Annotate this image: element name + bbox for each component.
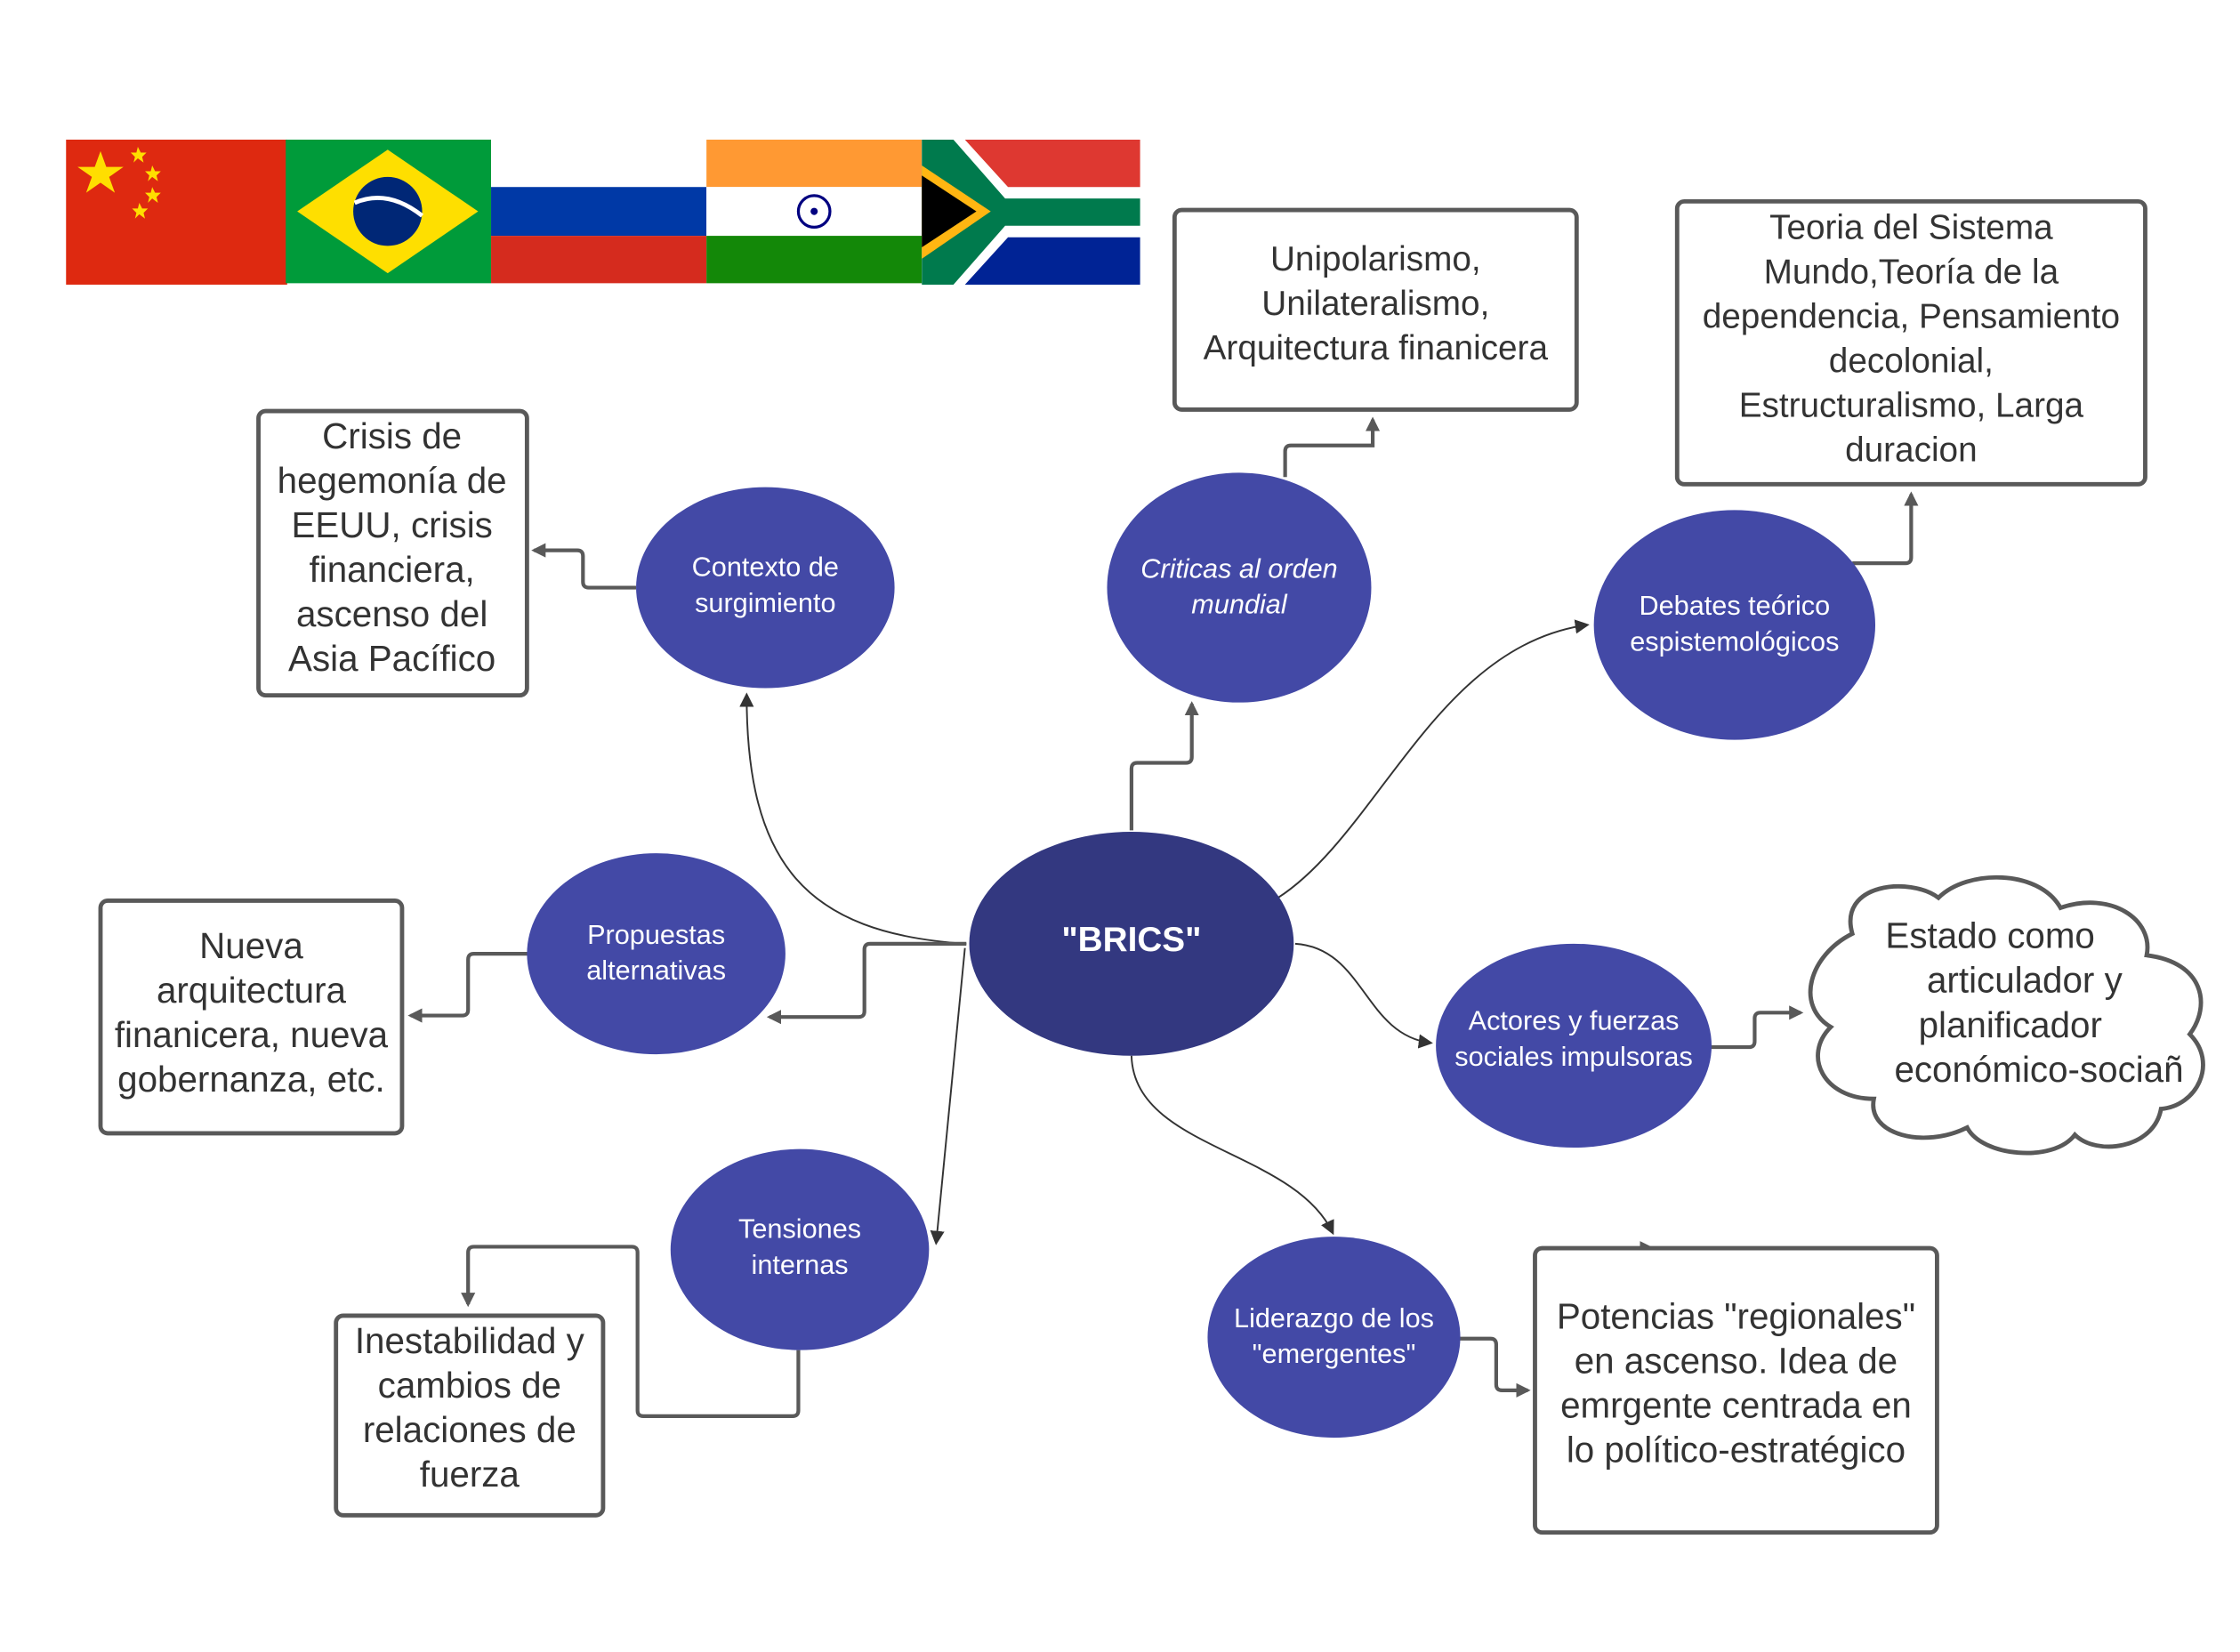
box-text-line: financiera, bbox=[310, 549, 475, 590]
box-text-line: Mundo,Teoría de la bbox=[1764, 253, 2059, 291]
box-text-line: hegemonía de bbox=[278, 460, 507, 501]
box-text-line: articulador y bbox=[1927, 960, 2123, 1001]
topic-label-line: mundial bbox=[1191, 590, 1288, 620]
topic-label-line: alternativas bbox=[586, 955, 726, 986]
edge-center-actores bbox=[1294, 942, 1433, 1049]
flag-south-africa bbox=[922, 139, 1140, 285]
box-text-line: Crisis de bbox=[322, 415, 462, 456]
topic-label-line: Liderazgo de los bbox=[1234, 1303, 1434, 1334]
box-text-line: decolonial, bbox=[1829, 342, 1994, 380]
box-text-line: Unipolarismo, bbox=[1270, 240, 1481, 278]
connectors bbox=[407, 416, 1919, 1418]
topic-label-line: sociales impulsoras bbox=[1454, 1042, 1693, 1072]
topic-label-line: Debates teórico bbox=[1639, 591, 1830, 621]
box-unipolarismo[interactable]: Unipolarismo, Unilateralismo, Arquitectu… bbox=[1172, 207, 1579, 412]
topic-label-line: "emergentes" bbox=[1253, 1339, 1416, 1369]
box-text-line: Potencias "regionales" bbox=[1557, 1295, 1915, 1336]
box-text-line: emrgente centrada en bbox=[1560, 1385, 1912, 1426]
topic-node-actores[interactable]: Actores y fuerzas sociales impulsoras bbox=[1436, 943, 1712, 1148]
edge-center-liderazgo bbox=[1130, 1055, 1334, 1236]
box-text-line: Arquitectura finanicera bbox=[1204, 329, 1549, 367]
box-text-line: EEUU, crisis bbox=[291, 504, 492, 545]
edge-debates-teoria bbox=[1852, 491, 1919, 566]
box-text-line: Teoria del Sistema bbox=[1769, 208, 2053, 246]
edge-center-tensiones bbox=[930, 947, 966, 1245]
flag-china bbox=[66, 139, 287, 285]
topic-label-line: Propuestas bbox=[587, 920, 725, 950]
box-text-line: Estructuralismo, Larga bbox=[1739, 386, 2084, 424]
center-node[interactable]: "BRICS" bbox=[969, 831, 1294, 1056]
topic-node-liderazgo[interactable]: Liderazgo de los "emergentes" bbox=[1207, 1237, 1461, 1438]
edge-contexto-crisis bbox=[531, 543, 637, 590]
cloud-estado[interactable]: Estado como articulador y planificador e… bbox=[1808, 874, 2205, 1156]
box-potencias[interactable]: Potencias "regionales" en ascenso. Idea … bbox=[1533, 1245, 1939, 1535]
box-teoria[interactable]: Teoria del Sistema Mundo,Teoría de la de… bbox=[1674, 198, 2147, 487]
box-text-line: ascenso del bbox=[296, 593, 487, 634]
box-text-line: dependencia, Pensamiento bbox=[1703, 297, 2120, 335]
topic-label-line: surgimiento bbox=[695, 588, 835, 618]
box-text-line: duracion bbox=[1845, 431, 1978, 470]
box-text-line: Unilateralismo, bbox=[1261, 285, 1489, 323]
edge-propuestas-nueva bbox=[407, 952, 528, 1023]
box-text-line: relaciones de bbox=[363, 1409, 576, 1450]
topic-node-debates[interactable]: Debates teórico espistemológicos bbox=[1593, 510, 1876, 740]
topic-label-line: internas bbox=[752, 1250, 849, 1280]
flag-russia bbox=[491, 139, 707, 284]
box-nueva[interactable]: Nueva arquitectura finanicera, nueva gob… bbox=[98, 899, 405, 1136]
topic-node-contexto[interactable]: Contexto de surgimiento bbox=[636, 487, 895, 689]
topic-node-criticas[interactable]: Criticas al orden mundial bbox=[1107, 472, 1372, 703]
box-text-line: Nueva bbox=[199, 925, 303, 966]
box-crisis[interactable]: Crisis de hegemonía de EEUU, crisis fina… bbox=[256, 408, 529, 698]
flags-banner bbox=[66, 139, 1140, 285]
topic-label-line: Actores y fuerzas bbox=[1469, 1006, 1680, 1036]
box-text-line: cambios de bbox=[378, 1365, 561, 1406]
edge-liderazgo-potencias bbox=[1458, 1336, 1531, 1398]
box-text-line: arquitectura bbox=[157, 970, 347, 1011]
edge-actores-estado bbox=[1708, 1005, 1804, 1050]
box-text-line: lo político-estratégico bbox=[1567, 1430, 1906, 1471]
box-text-line: finanicera, nueva bbox=[115, 1014, 389, 1055]
topic-label-line: Tensiones bbox=[738, 1214, 861, 1245]
edge-center-criticas bbox=[1129, 701, 1199, 831]
topic-label-line: Contexto de bbox=[692, 552, 839, 583]
box-text-line: Asia Pacífico bbox=[288, 638, 496, 679]
box-text-line: en ascenso. Idea de bbox=[1575, 1340, 1898, 1381]
box-text-line: Inestabilidad y bbox=[355, 1320, 585, 1361]
box-text-line: gobernanza, etc. bbox=[117, 1059, 385, 1100]
edge-center-propuestas bbox=[766, 941, 967, 1025]
box-text-line: fuerza bbox=[420, 1454, 520, 1495]
edge-center-debates bbox=[1277, 619, 1590, 899]
center-node-label: "BRICS" bbox=[1061, 921, 1201, 959]
topic-label-line: Criticas al orden bbox=[1140, 553, 1338, 584]
box-text-line: planificador bbox=[1919, 1004, 2102, 1045]
flag-brazil bbox=[286, 139, 492, 284]
edge-tensiones-inestabilidad bbox=[461, 1245, 801, 1418]
box-inestabilidad[interactable]: Inestabilidad y cambios de relaciones de… bbox=[334, 1313, 606, 1518]
topic-node-propuestas[interactable]: Propuestas alternativas bbox=[527, 853, 786, 1055]
box-text-line: Estado como bbox=[1885, 915, 2094, 956]
edge-center-contexto bbox=[739, 692, 967, 945]
flag-india bbox=[706, 139, 923, 284]
topic-label-line: espistemológicos bbox=[1630, 627, 1839, 657]
topic-node-tensiones[interactable]: Tensiones internas bbox=[670, 1148, 930, 1350]
edge-criticas-unipolarismo bbox=[1283, 416, 1381, 478]
box-text-line: económico-sociañ bbox=[1894, 1049, 2183, 1090]
